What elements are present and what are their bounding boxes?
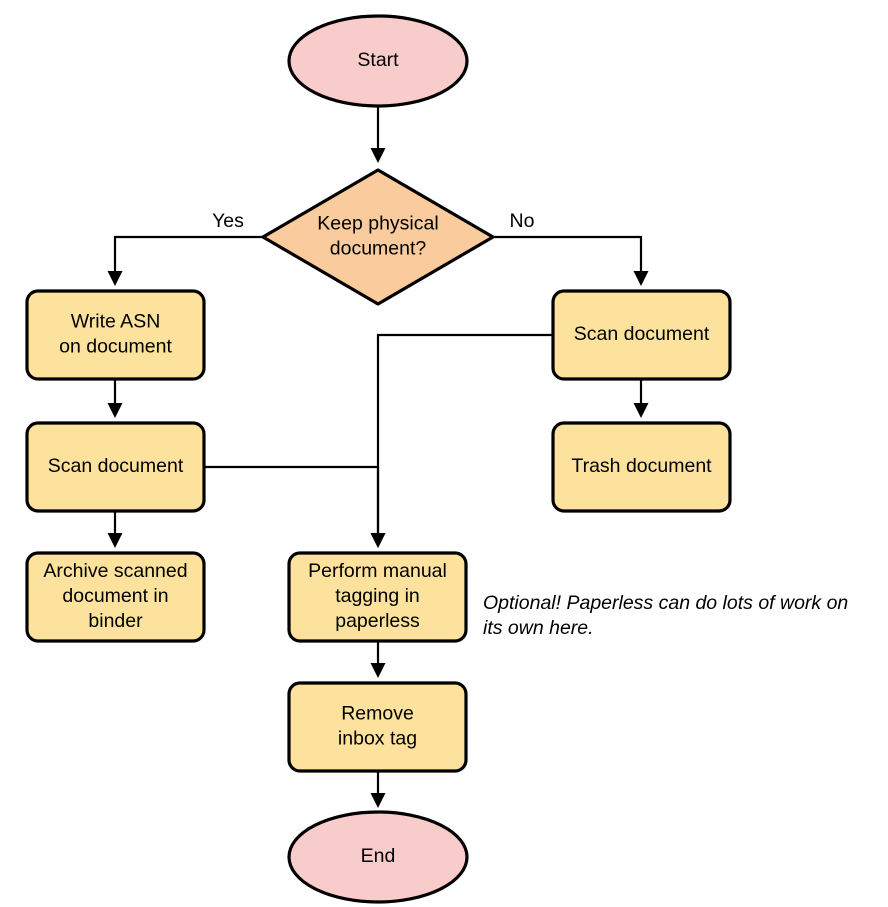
- node-shape-rect: [287, 551, 468, 643]
- edge-arrowhead: [370, 793, 386, 808]
- node-label-line: document in: [62, 585, 168, 607]
- node-label-line: Scan document: [574, 323, 710, 345]
- edge-path: [204, 465, 380, 533]
- node-remove-inbox-tag[interactable]: Remove inbox tag: [287, 681, 468, 773]
- node-label-line: Keep physical: [317, 213, 438, 235]
- node-trash-document[interactable]: Trash document: [551, 421, 732, 513]
- edge-decision-yes-to-write-asn: Yes: [107, 210, 263, 286]
- edge-manual-tagging-to-remove-inbox-tag: [370, 641, 386, 678]
- node-label-line: paperless: [335, 610, 420, 632]
- node-shape-rect: [25, 551, 206, 643]
- edge-path: [493, 235, 643, 271]
- node-label-line: Trash document: [571, 455, 712, 477]
- node-label-line: binder: [88, 610, 143, 632]
- node-perform-manual-tagging-in-paperless[interactable]: Perform manual tagging in paperless: [287, 551, 468, 643]
- edge-start-to-decision: [370, 106, 386, 163]
- node-keep-physical-document[interactable]: Keep physical document?: [261, 168, 495, 306]
- node-label-line: Perform manual: [308, 560, 447, 582]
- edge-decision-no-to-scan-document-right: No: [493, 210, 649, 286]
- node-end[interactable]: End: [287, 810, 469, 904]
- node-shape-rect: [551, 289, 732, 381]
- edge-arrowhead: [633, 271, 649, 286]
- edge-scan-document-left-to-manual-tagging: [204, 465, 386, 548]
- node-shape-rect: [287, 681, 468, 773]
- node-scan-document-left[interactable]: Scan document: [25, 421, 206, 513]
- node-start[interactable]: Start: [287, 14, 469, 108]
- edge-arrowhead: [633, 403, 649, 418]
- node-label-line: End: [361, 845, 396, 867]
- node-label-line: Start: [357, 49, 399, 71]
- node-shape-diamond: [261, 168, 495, 306]
- edge-remove-inbox-tag-to-end: [370, 771, 386, 808]
- edge-scan-document-right-to-trash-document: [633, 379, 649, 418]
- annotation-optional-note: Optional! Paperless can do lots of work …: [483, 592, 848, 639]
- node-label-line: on document: [59, 336, 172, 358]
- edges-layer: Yes No: [107, 106, 649, 808]
- edge-arrowhead: [370, 148, 386, 163]
- node-shape-ellipse: [287, 14, 469, 108]
- node-shape-ellipse: [287, 810, 469, 904]
- annotation-line: its own here.: [483, 617, 594, 639]
- edge-label-decision-no-to-scan-document-right: No: [510, 210, 535, 232]
- node-label-line: tagging in: [335, 585, 420, 607]
- node-label-line: document?: [330, 238, 427, 260]
- edge-arrowhead: [370, 663, 386, 678]
- edge-arrowhead: [107, 533, 123, 548]
- node-label-line: Archive scanned: [43, 560, 187, 582]
- edge-path: [376, 333, 553, 533]
- annotations-layer: Optional! Paperless can do lots of work …: [483, 592, 848, 639]
- edge-label-decision-yes-to-write-asn: Yes: [212, 210, 244, 232]
- node-archive-scanned-document-in-binder[interactable]: Archive scanned document in binder: [25, 551, 206, 643]
- edge-path: [113, 235, 263, 271]
- edge-scan-document-right-to-manual-tagging: [370, 333, 553, 548]
- edge-arrowhead: [370, 533, 386, 548]
- edge-arrowhead: [107, 271, 123, 286]
- edge-write-asn-to-scan-document-left: [107, 379, 123, 418]
- node-shape-rect: [551, 421, 732, 513]
- node-scan-document-right[interactable]: Scan document: [551, 289, 732, 381]
- node-write-asn-on-document[interactable]: Write ASN on document: [25, 289, 206, 381]
- edge-arrowhead: [107, 403, 123, 418]
- node-label-line: inbox tag: [338, 728, 417, 750]
- edge-scan-document-left-to-archive: [107, 511, 123, 548]
- annotation-line: Optional! Paperless can do lots of work …: [483, 592, 848, 614]
- node-label-line: Write ASN: [71, 311, 161, 333]
- node-shape-rect: [25, 421, 206, 513]
- node-label-line: Remove: [341, 703, 414, 725]
- node-shape-rect: [25, 289, 206, 381]
- node-label-line: Scan document: [48, 455, 184, 477]
